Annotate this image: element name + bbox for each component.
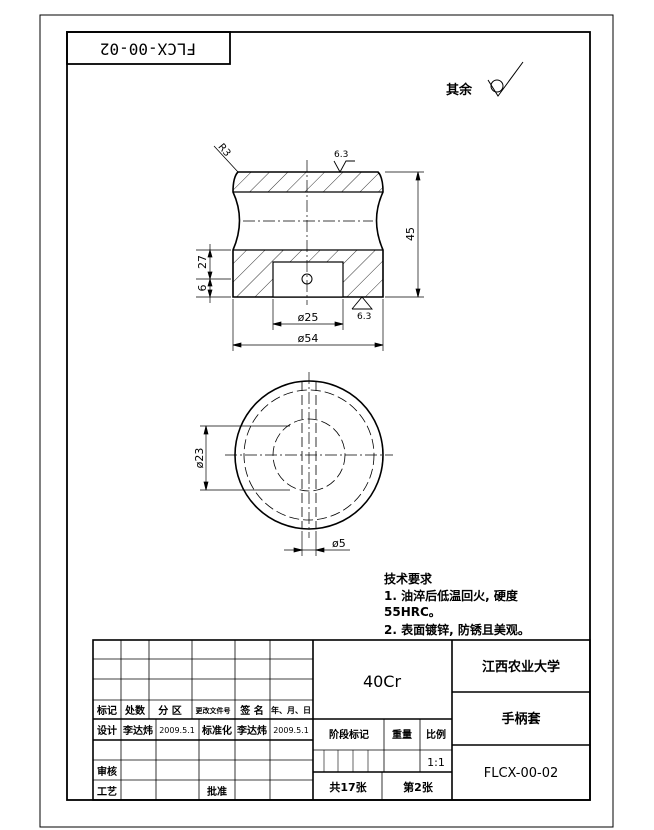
school-name: 江西农业大学 — [482, 659, 560, 675]
dim-25 — [272, 299, 344, 330]
weight-label: 重量 — [392, 728, 412, 741]
radius-label: R3 — [215, 142, 232, 159]
header-count: 处数 — [124, 704, 146, 717]
designer-name: 李达炜 — [122, 724, 153, 737]
tech-req-line-1: 1. 油淬后低温回火, 硬度 — [384, 588, 519, 603]
drawing-number-box — [66, 31, 231, 65]
scale-value: 1:1 — [427, 756, 445, 769]
height-45: 45 — [404, 227, 417, 241]
review-label: 审核 — [97, 765, 117, 778]
header-zone: 分 区 — [158, 704, 181, 717]
roughness-bottom-value: 6.3 — [357, 312, 371, 322]
top-view — [225, 372, 393, 538]
height-6: 6 — [196, 285, 209, 292]
header-docno: 更改文件号 — [196, 706, 231, 715]
standard-date: 2009.5.1 — [273, 726, 309, 735]
dim-5 — [284, 531, 350, 556]
sheet-number: 第2张 — [403, 780, 434, 794]
stage-label: 阶段标记 — [329, 728, 369, 741]
dia-23: ø23 — [193, 448, 206, 469]
part-name: 手柄套 — [501, 711, 541, 727]
approve-label: 批准 — [207, 785, 227, 798]
material: 40Cr — [363, 672, 402, 691]
design-label: 设计 — [97, 724, 117, 737]
header-mark: 标记 — [96, 704, 117, 717]
height-27: 27 — [196, 255, 209, 269]
dim-45 — [385, 171, 424, 298]
dim-23 — [200, 425, 290, 491]
dia-25: ø25 — [298, 311, 319, 324]
tech-req-title: 技术要求 — [384, 571, 433, 586]
drawing-number-inverted: FLCX-00-02 — [100, 40, 196, 59]
inner-frame — [66, 31, 591, 801]
tech-req-line-2: 55HRC。 — [384, 605, 441, 619]
roughness-top-icon — [333, 160, 355, 173]
dim-27-6 — [196, 244, 231, 303]
header-date: 年、月、日 — [271, 705, 311, 715]
standard-label: 标准化 — [201, 724, 232, 737]
dia-54: ø54 — [298, 332, 319, 345]
other-surfaces-label: 其余 — [446, 82, 473, 98]
header-sign: 签 名 — [239, 704, 263, 717]
dia-5: ø5 — [332, 537, 346, 550]
design-date: 2009.5.1 — [159, 726, 195, 735]
sheets-total: 共17张 — [329, 780, 367, 794]
tech-req-line-3: 2. 表面镀锌, 防锈且美观。 — [384, 622, 530, 637]
drawing-no: FLCX-00-02 — [484, 766, 559, 781]
outer-border — [39, 14, 614, 828]
process-label: 工艺 — [97, 785, 117, 798]
front-section-view — [232, 160, 384, 305]
roughness-symbol-icon — [487, 61, 524, 97]
title-block — [92, 639, 591, 801]
dim-54 — [232, 299, 384, 351]
roughness-bottom-icon — [351, 296, 373, 310]
roughness-top-value: 6.3 — [334, 150, 348, 160]
scale-label: 比例 — [426, 728, 446, 741]
standardizer-name: 李达炜 — [236, 724, 267, 737]
